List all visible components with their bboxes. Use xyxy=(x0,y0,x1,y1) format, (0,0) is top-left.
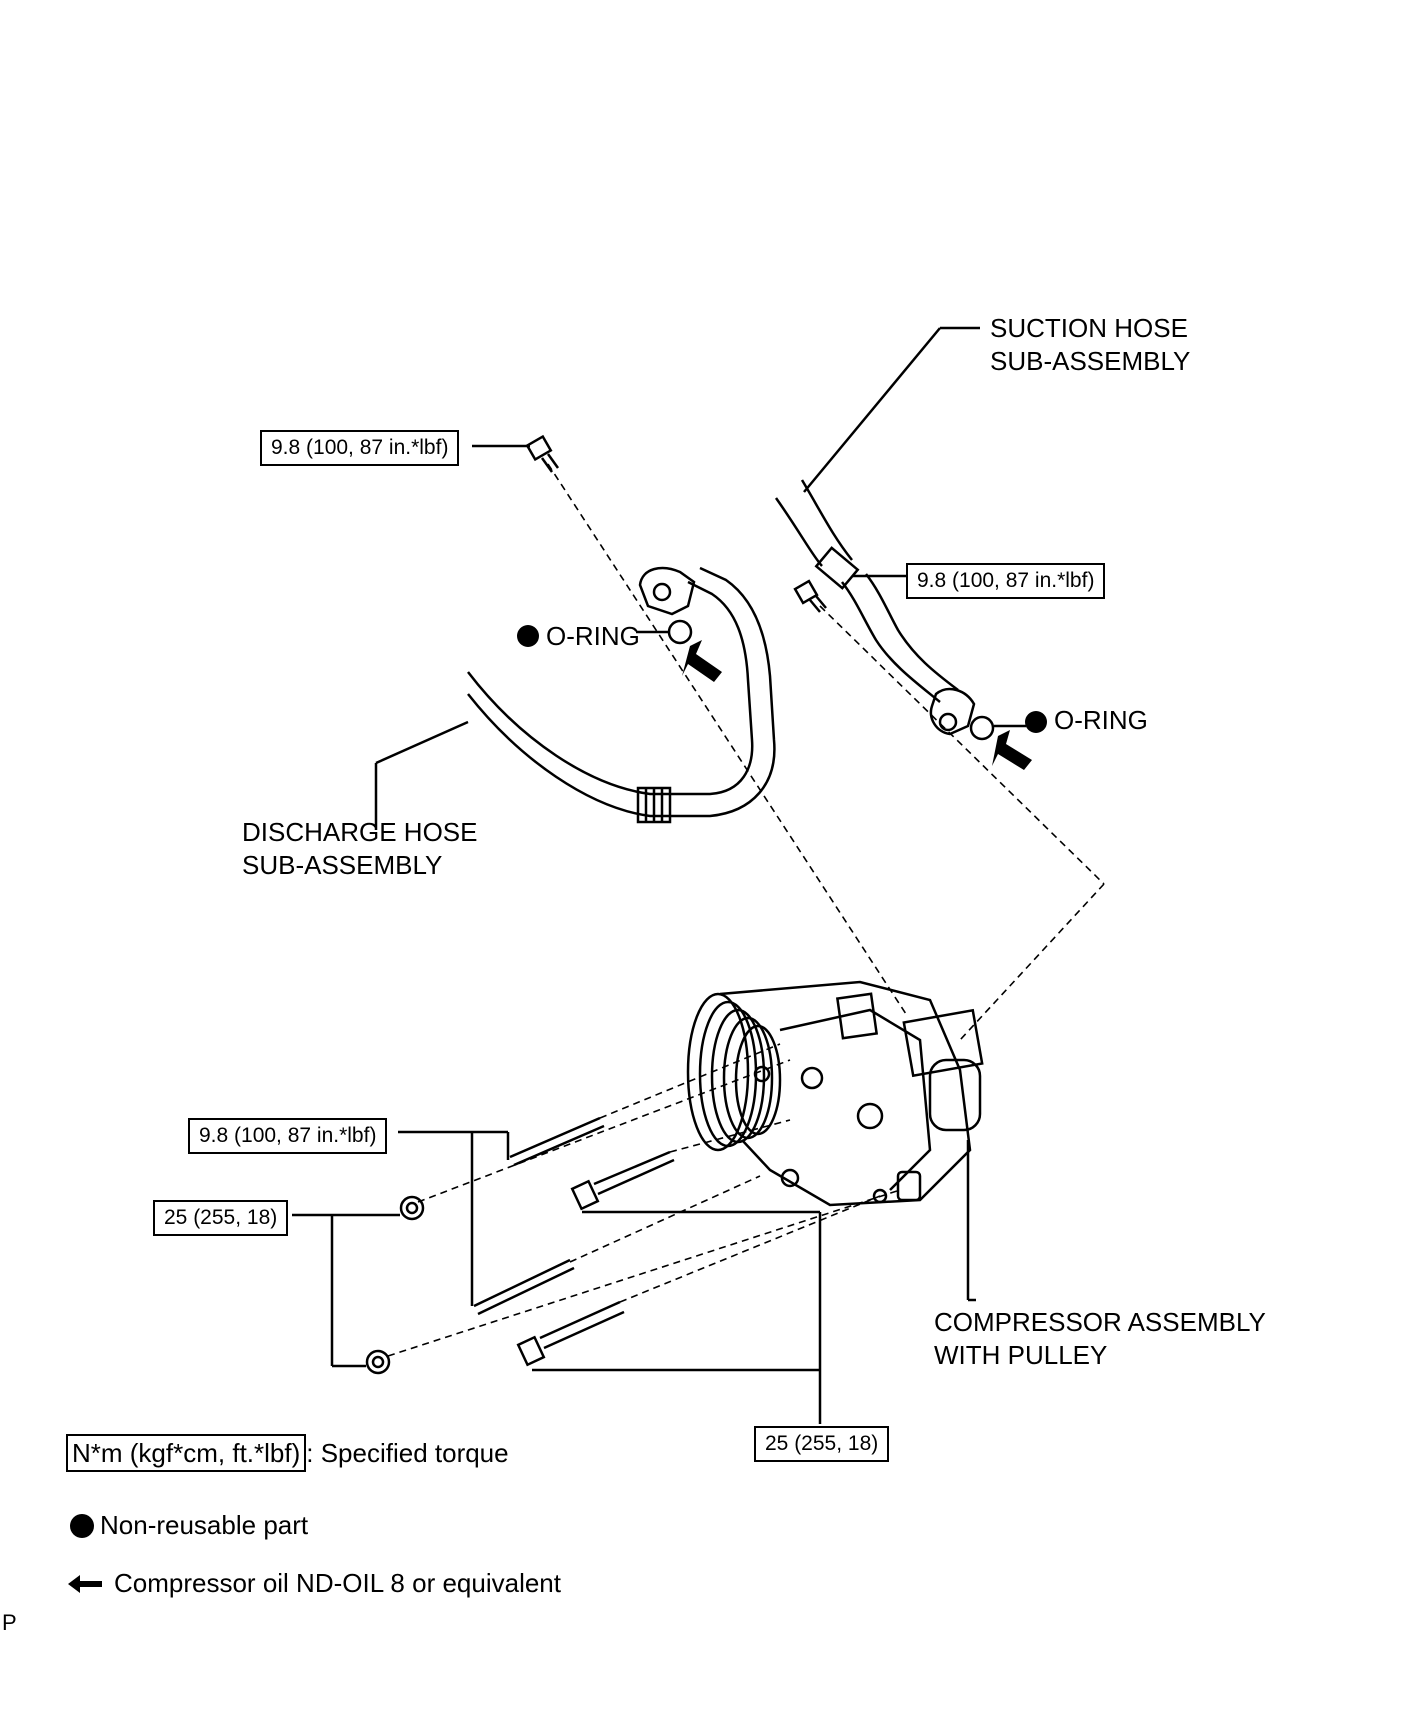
filled-circle-icon xyxy=(70,1513,94,1538)
torque-box-suction-bolt: 9.8 (100, 87 in.*lbf) xyxy=(906,563,1106,599)
o-ring-left-label: O-RING xyxy=(546,621,640,651)
discharge-fitting-bolt xyxy=(525,434,560,473)
torque-box-nuts: 25 (255, 18) xyxy=(153,1200,289,1236)
torque-box-discharge-bolt: 9.8 (100, 87 in.*lbf) xyxy=(260,430,460,466)
suction-fitting-bolt xyxy=(793,579,827,613)
oil-arrow-icon xyxy=(68,1574,102,1593)
discharge-hose xyxy=(374,566,776,830)
non-reusable-dot-right xyxy=(1025,711,1047,733)
torque-box-stud-bolts: 9.8 (100, 87 in.*lbf) xyxy=(188,1118,388,1154)
legend-nonreusable: Non-reusable part xyxy=(70,1510,308,1541)
stud-bolt-lower xyxy=(473,1258,575,1316)
legend-oil-text: Compressor oil ND-OIL 8 or equivalent xyxy=(114,1568,561,1598)
o-ring-left xyxy=(667,619,693,645)
legend-torque-text: : Specified torque xyxy=(306,1437,509,1468)
legend-torque-unit-box: N*m (kgf*cm, ft.*lbf) xyxy=(66,1434,307,1472)
torque-box-bolts: 25 (255, 18) xyxy=(754,1426,890,1462)
suction-hose xyxy=(774,326,980,736)
nut-lower xyxy=(365,1349,391,1375)
corner-mark: P xyxy=(2,1610,17,1635)
legend-torque: N*m (kgf*cm, ft.*lbf) : Specified torque xyxy=(66,1434,509,1472)
legend-oil: Compressor oil ND-OIL 8 or equivalent xyxy=(68,1568,561,1599)
mounting-bolt-upper xyxy=(570,1150,675,1211)
non-reusable-dot-left xyxy=(517,625,539,647)
oil-arrow-icon-right xyxy=(992,730,1032,770)
oil-arrow-icon-left xyxy=(682,640,722,682)
legend-nonreusable-text: Non-reusable part xyxy=(100,1510,309,1540)
stud-bolt-upper xyxy=(509,1116,605,1167)
o-ring-right-label: O-RING xyxy=(1054,705,1148,735)
o-ring-right xyxy=(969,715,995,741)
nut-upper xyxy=(399,1195,425,1221)
mounting-bolt-lower xyxy=(516,1300,625,1367)
compressor-body xyxy=(686,980,984,1302)
